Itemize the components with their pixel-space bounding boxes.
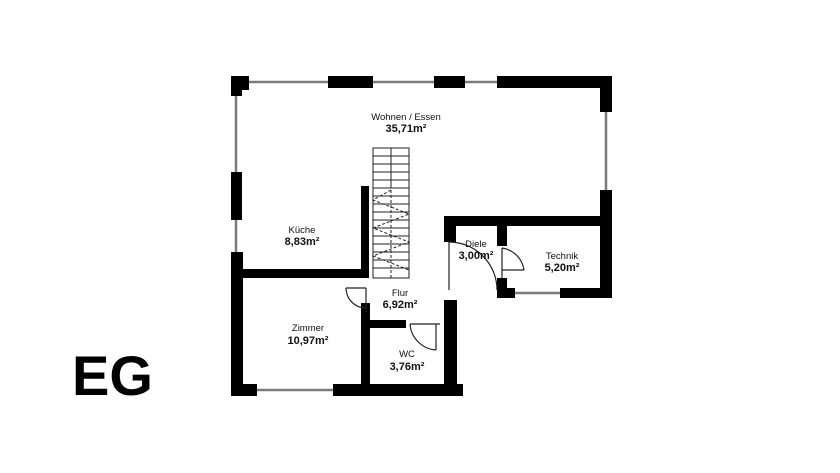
staircase — [371, 147, 411, 279]
room-name-diele: Diele — [465, 239, 487, 250]
room-name-wohnen-essen: Wohnen / Essen — [371, 112, 441, 123]
room-name-flur: Flur — [392, 288, 408, 299]
floor-label: EG — [72, 344, 153, 407]
room-labels: Wohnen / Essen 35,71m² Küche 8,83m² Diel… — [285, 112, 580, 373]
room-area-wc: 3,76m² — [390, 361, 425, 373]
room-area-zimmer: 10,97m² — [288, 335, 329, 347]
walls — [231, 76, 612, 396]
doors — [345, 241, 525, 351]
room-name-kueche: Küche — [289, 225, 316, 236]
room-area-flur: 6,92m² — [383, 299, 418, 311]
room-area-kueche: 8,83m² — [285, 236, 320, 248]
room-name-technik: Technik — [546, 251, 578, 262]
room-area-technik: 5,20m² — [545, 262, 580, 274]
room-area-wohnen-essen: 35,71m² — [386, 123, 427, 135]
room-name-zimmer: Zimmer — [292, 323, 324, 334]
room-name-wc: WC — [399, 349, 415, 360]
room-area-diele: 3,00m² — [459, 250, 494, 262]
